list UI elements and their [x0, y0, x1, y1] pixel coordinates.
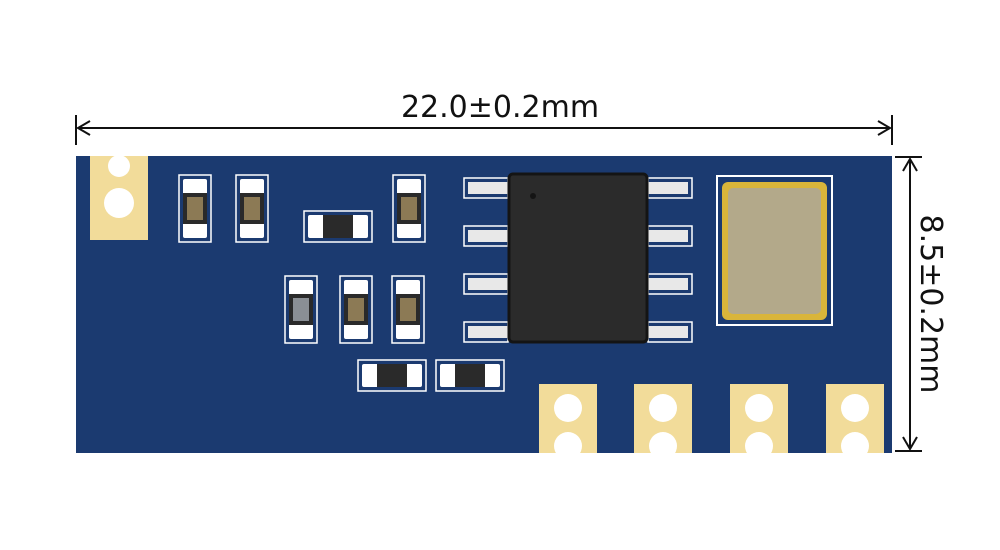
resistor-vertical-5: [339, 275, 373, 344]
width-label: 22.0±0.2mm: [401, 90, 599, 125]
resistor-horizontal-1: [303, 210, 373, 243]
crystal-oscillator: [716, 175, 833, 326]
height-dimension: 8.5±0.2mm: [895, 156, 948, 452]
ic-left-pins: [463, 177, 510, 343]
right-arrow-icon: [877, 120, 892, 136]
castellated-pad-top-left: [90, 155, 148, 240]
resistor-vertical-4: [284, 275, 318, 344]
resistor-vertical-3: [392, 174, 426, 243]
ic-chip: [463, 172, 693, 344]
resistor-horizontal-2: [357, 359, 427, 392]
resistor-vertical-2: [235, 174, 269, 243]
castellated-pad-2: [634, 384, 692, 460]
resistor-vertical-6: [391, 275, 425, 344]
castellated-pad-1: [539, 384, 597, 460]
castellated-pad-4: [826, 384, 884, 460]
ic-body: [507, 172, 649, 344]
height-label: 8.5±0.2mm: [913, 214, 948, 393]
up-arrow-icon: [902, 157, 918, 172]
down-arrow-icon: [902, 436, 918, 451]
resistor-vertical-1: [178, 174, 212, 243]
pin1-dot-icon: [530, 193, 536, 199]
left-arrow-icon: [76, 120, 91, 136]
width-dimension: 22.0±0.2mm: [75, 90, 893, 145]
ic-right-pins: [646, 177, 693, 343]
resistor-horizontal-3: [435, 359, 505, 392]
castellated-pad-3: [730, 384, 788, 460]
